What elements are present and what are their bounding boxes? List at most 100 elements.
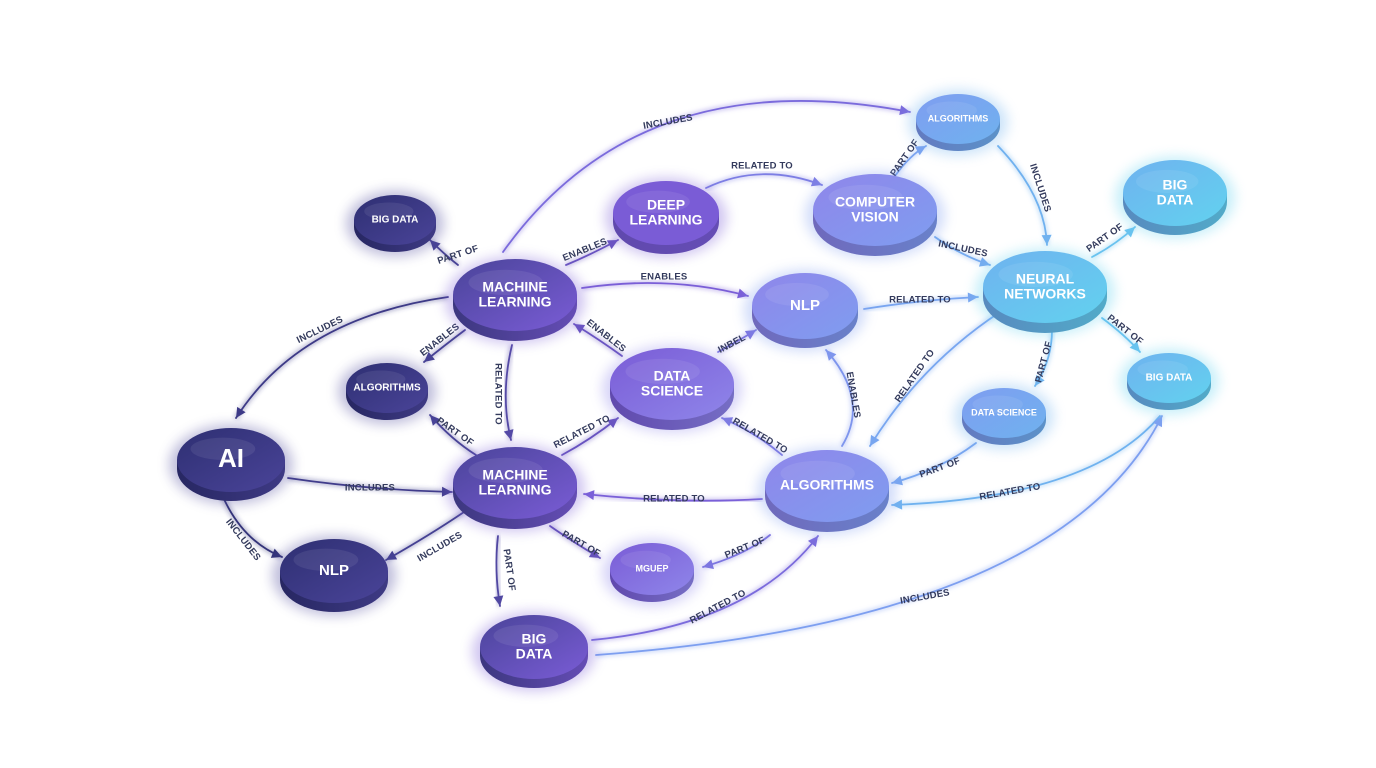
node-top <box>813 174 937 246</box>
edge-machine_learning_top-to-machine_learning_mid <box>503 344 515 441</box>
node-label: NLP <box>319 562 349 579</box>
edge-line <box>591 535 819 641</box>
node-top <box>177 428 285 492</box>
node-top <box>916 94 1000 144</box>
edge-line <box>705 173 823 189</box>
node-highlight <box>972 395 1023 413</box>
node-label-line: NETWORKS <box>1004 285 1086 301</box>
node-top <box>983 251 1107 323</box>
node-top <box>280 539 388 603</box>
edge-line <box>287 477 453 493</box>
node-highlight <box>356 370 406 388</box>
node-highlight <box>364 202 414 220</box>
edge-label: PART OF <box>723 535 766 561</box>
arrowhead <box>1153 416 1162 428</box>
edge-label: PART OF <box>1105 313 1145 348</box>
edge-label: ENABLES <box>641 272 688 283</box>
node-top <box>1123 160 1227 226</box>
arrowhead <box>978 257 990 267</box>
edge-neural_networks-to-big_data_small_right <box>1100 315 1142 354</box>
edge-machine_learning_top-to-algorithms_left <box>422 328 467 364</box>
node-algorithms-top[interactable]: ALGORITHMS <box>908 89 1008 156</box>
node-label-line: DATA <box>654 367 691 383</box>
node-nlp-center[interactable]: NLP <box>744 269 866 352</box>
edge-big_data_bottom-to-big_data_small_right <box>595 414 1165 658</box>
node-label-line: DATA <box>1157 191 1194 207</box>
node-label-line: SCIENCE <box>641 382 703 398</box>
edge-computer_vision-to-algorithms_top <box>892 143 928 178</box>
node-label-line: VISION <box>851 208 898 224</box>
node-highlight <box>468 269 543 295</box>
node-highlight <box>626 190 690 213</box>
edge-label: RELATED TO <box>979 481 1042 503</box>
edge-line <box>583 493 763 502</box>
edge-machine_learning_top-to-nlp_center <box>581 280 749 299</box>
node-algorithms-center[interactable]: ALGORITHMS <box>757 447 897 535</box>
edges-layer <box>217 98 1165 658</box>
edge-machine_learning_top-to-ai <box>233 294 449 420</box>
edge-label: RELATED TO <box>889 295 951 306</box>
node-label: DATA SCIENCE <box>971 407 1037 417</box>
node-label: MGUEP <box>635 563 668 573</box>
edge-neural_networks-to-big_data_right <box>1090 225 1137 260</box>
arrowhead <box>607 418 618 429</box>
node-highlight <box>828 184 903 210</box>
node-label: ALGORITHMS <box>353 383 421 394</box>
node-big-data-top-left[interactable]: BIG DATA <box>346 190 444 257</box>
edge-label: INCLUDES <box>345 483 395 494</box>
node-label: NLP <box>790 297 820 314</box>
node-label-line: DEEP <box>647 196 685 212</box>
arrowhead <box>737 288 748 299</box>
arrowhead <box>270 548 282 558</box>
edge-line <box>997 145 1048 246</box>
node-mguep[interactable]: MGUEP <box>602 538 702 607</box>
edge-big_data_small_right-to-algorithms_center <box>891 414 1162 510</box>
arrowhead <box>424 351 435 362</box>
node-label-line: COMPUTER <box>835 193 915 209</box>
node-highlight <box>765 282 829 307</box>
edge-label: RELATED TO <box>731 161 793 172</box>
node-highlight <box>1136 169 1199 193</box>
edge-line <box>869 311 1001 447</box>
arrowhead <box>826 350 837 361</box>
edge-label: PART OF <box>1033 340 1055 384</box>
node-algorithms-left[interactable]: ALGORITHMS <box>338 358 436 425</box>
node-big-data-small-right[interactable]: BIG DATA <box>1119 348 1219 415</box>
node-highlight <box>998 261 1073 287</box>
node-top <box>610 543 694 595</box>
node-nlp-bottom[interactable]: NLP <box>272 535 396 616</box>
arrowhead <box>744 330 756 340</box>
node-label: BIG DATA <box>372 215 419 226</box>
node-label: BIG DATA <box>1146 373 1193 384</box>
node-label: AI <box>218 443 244 473</box>
arrowhead <box>1129 341 1140 352</box>
node-label-line: BIG <box>522 630 547 646</box>
edge-algorithms_center-to-nlp_center <box>824 348 856 448</box>
node-ai[interactable]: AI <box>169 424 293 505</box>
edge-deep_learning-to-computer_vision <box>704 171 823 191</box>
node-highlight <box>620 550 671 570</box>
edge-label: INCLUDES <box>642 112 693 132</box>
node-highlight <box>780 460 855 486</box>
node-label: ALGORITHMS <box>928 113 989 123</box>
node-label-line: LEARNING <box>478 293 551 309</box>
node-data-science-small[interactable]: DATA SCIENCE <box>954 383 1054 450</box>
edge-label: RELATED TO <box>643 494 705 505</box>
edge-nlp_center-to-neural_networks <box>863 292 979 312</box>
edge-label: RELATED TO <box>730 416 789 456</box>
node-highlight <box>468 457 543 483</box>
arrowhead <box>807 536 818 547</box>
node-top <box>346 363 428 413</box>
node-highlight <box>926 101 977 119</box>
